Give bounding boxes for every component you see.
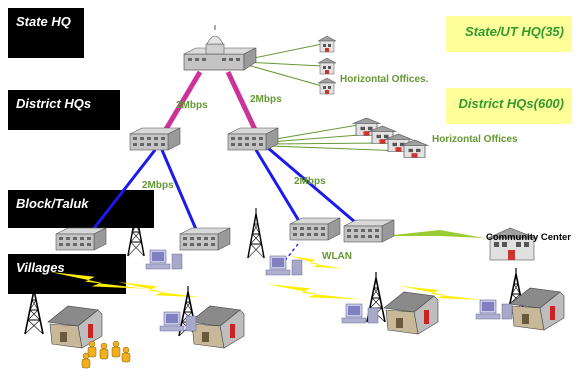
desktop-computer-icon-1 [145,249,183,270]
desktop-computer-icon-3 [159,311,197,332]
horizontal-offices-district-label: Horizontal Offices [432,134,518,145]
district-block-link-1 [86,149,157,237]
district-hq-building-right [227,127,279,151]
block-building-1 [55,227,107,251]
state-district-link-left [159,70,203,138]
district-hq-building-left [129,127,181,151]
district-hq-count-label: District HQs(600) [446,88,572,124]
horizontal-office-icon-2 [317,57,337,75]
state-office-links [243,43,323,87]
horizontal-offices-state-label: Horizontal Offices. [340,74,429,85]
block-building-4 [343,219,395,243]
district-office-links [269,124,407,152]
block-building-3 [289,217,341,241]
wlan-label: WLAN [322,251,352,262]
desktop-computer-icon-5 [475,299,513,320]
village-house-icon-3 [383,291,439,335]
district-block-link-3 [254,149,304,227]
people-icon [81,340,131,369]
level-district-band: District HQs [8,90,120,130]
radio-tower-icon-3 [24,283,44,335]
state-hq-count-label: State/UT HQ(35) [446,16,572,52]
level-block-band: Block/Taluk [8,190,154,228]
radio-tower-icon-2 [247,207,265,259]
horizontal-office-icon-1 [317,35,337,53]
bandwidth-label-district-left: 2Mbps [142,180,174,191]
district-block-link-4 [267,146,363,230]
district-block-link-2 [160,149,200,235]
level-state-band: State HQ [8,8,84,58]
wireless-bolt-1 [50,272,146,289]
community-center-label: Community Center [486,232,571,243]
bandwidth-label-state-right: 2Mbps [250,94,282,105]
horizontal-office-icon-3 [317,77,337,95]
block-building-2 [179,227,231,251]
village-house-icon-2 [189,305,245,349]
state-district-link-right [225,70,261,138]
wireless-bolt-3 [266,284,362,300]
wlan-dashed-link [283,243,299,263]
desktop-computer-icon-2 [265,255,303,276]
community-center-link [384,230,484,238]
bandwidth-label-state-left: 2Mbps [176,100,208,111]
capitol-building-icon [183,25,257,71]
desktop-computer-icon-4 [341,303,379,324]
community-center-house-icon [487,227,537,261]
radio-tower-icon-1 [127,205,145,257]
bandwidth-label-district-right: 2Mbps [294,176,326,187]
